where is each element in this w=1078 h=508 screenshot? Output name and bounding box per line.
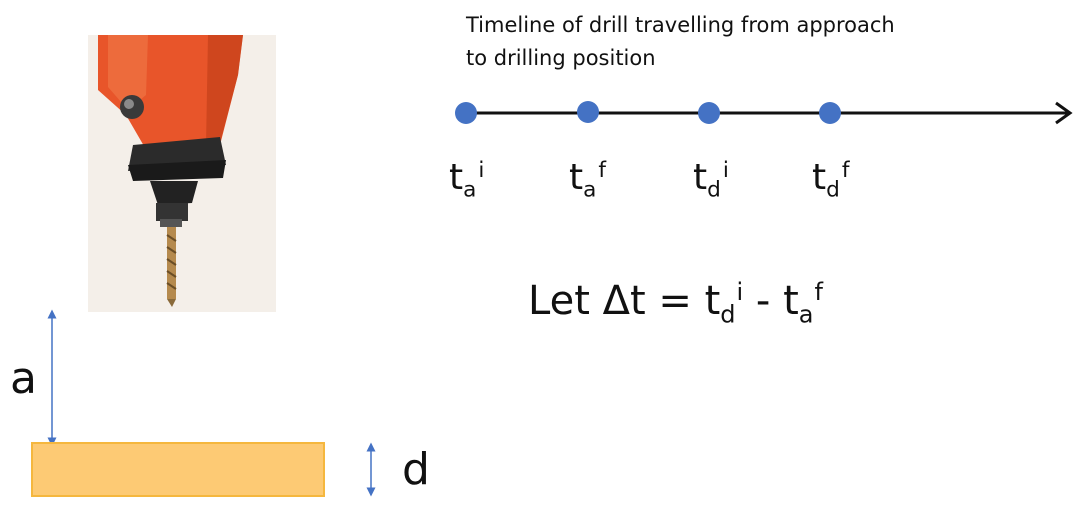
timeline-label-ta-f: taf [569, 157, 606, 203]
diagram-title-line-2: to drilling position [466, 46, 656, 70]
timeline-label-td-f: tdf [812, 157, 850, 203]
timeline-dot-1 [455, 102, 477, 124]
diagram-title-line-1: Timeline of drill travelling from approa… [466, 13, 895, 37]
equation-delta-t: Let Δt = tdi - taf [528, 277, 823, 329]
timeline-label-ta-i: tai [449, 157, 485, 203]
label-distance-a: a [10, 353, 37, 404]
timeline-dot-3 [698, 102, 720, 124]
timeline-arrowhead [1055, 101, 1073, 125]
drill-photo [88, 35, 276, 312]
drill-icon [98, 35, 243, 307]
timeline-label-td-i: tdi [693, 157, 729, 203]
timeline-dot-2 [577, 101, 599, 123]
workpiece [31, 442, 325, 497]
label-distance-d: d [402, 444, 430, 495]
timeline-dot-4 [819, 102, 841, 124]
